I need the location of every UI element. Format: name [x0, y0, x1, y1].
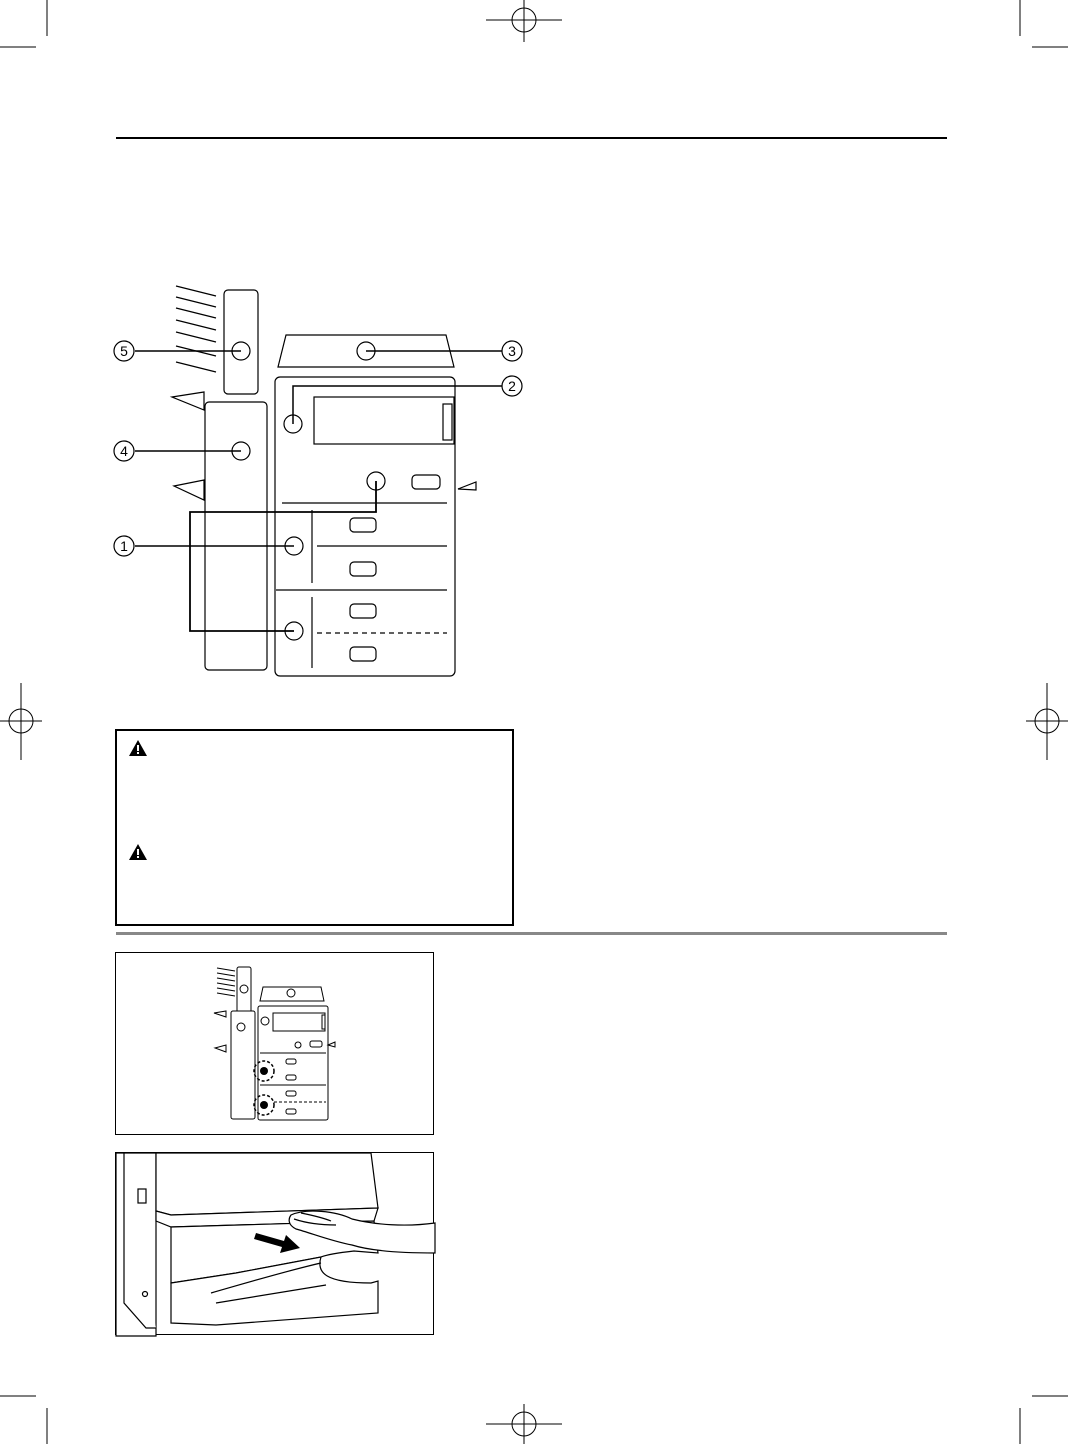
registration-mark-top — [486, 0, 562, 42]
pull-direction-arrow — [254, 1233, 300, 1253]
warning-triangle-icon — [129, 844, 147, 860]
drawer-pull-illustration — [115, 1152, 436, 1337]
callout-5: 5 — [120, 343, 128, 359]
drawer-drawing — [115, 1152, 436, 1337]
caution-box — [115, 729, 514, 926]
warning-triangle-icon — [129, 740, 147, 756]
callout-2: 2 — [508, 378, 516, 394]
finisher-tray-lines — [175, 285, 217, 373]
callout-4: 4 — [120, 443, 128, 459]
jam-location-illustration — [115, 952, 434, 1135]
operation-panel — [313, 396, 455, 445]
callout-1: 1 — [120, 538, 128, 554]
finisher-lower-unit — [204, 401, 268, 671]
callout-3: 3 — [508, 343, 516, 359]
mini-copier-diagram — [213, 966, 336, 1121]
registration-mark-bottom — [486, 1404, 562, 1444]
registration-mark-left — [0, 683, 42, 760]
section-top-rule — [116, 137, 947, 139]
section-divider-rule — [116, 932, 947, 935]
registration-mark-right — [1026, 683, 1068, 760]
